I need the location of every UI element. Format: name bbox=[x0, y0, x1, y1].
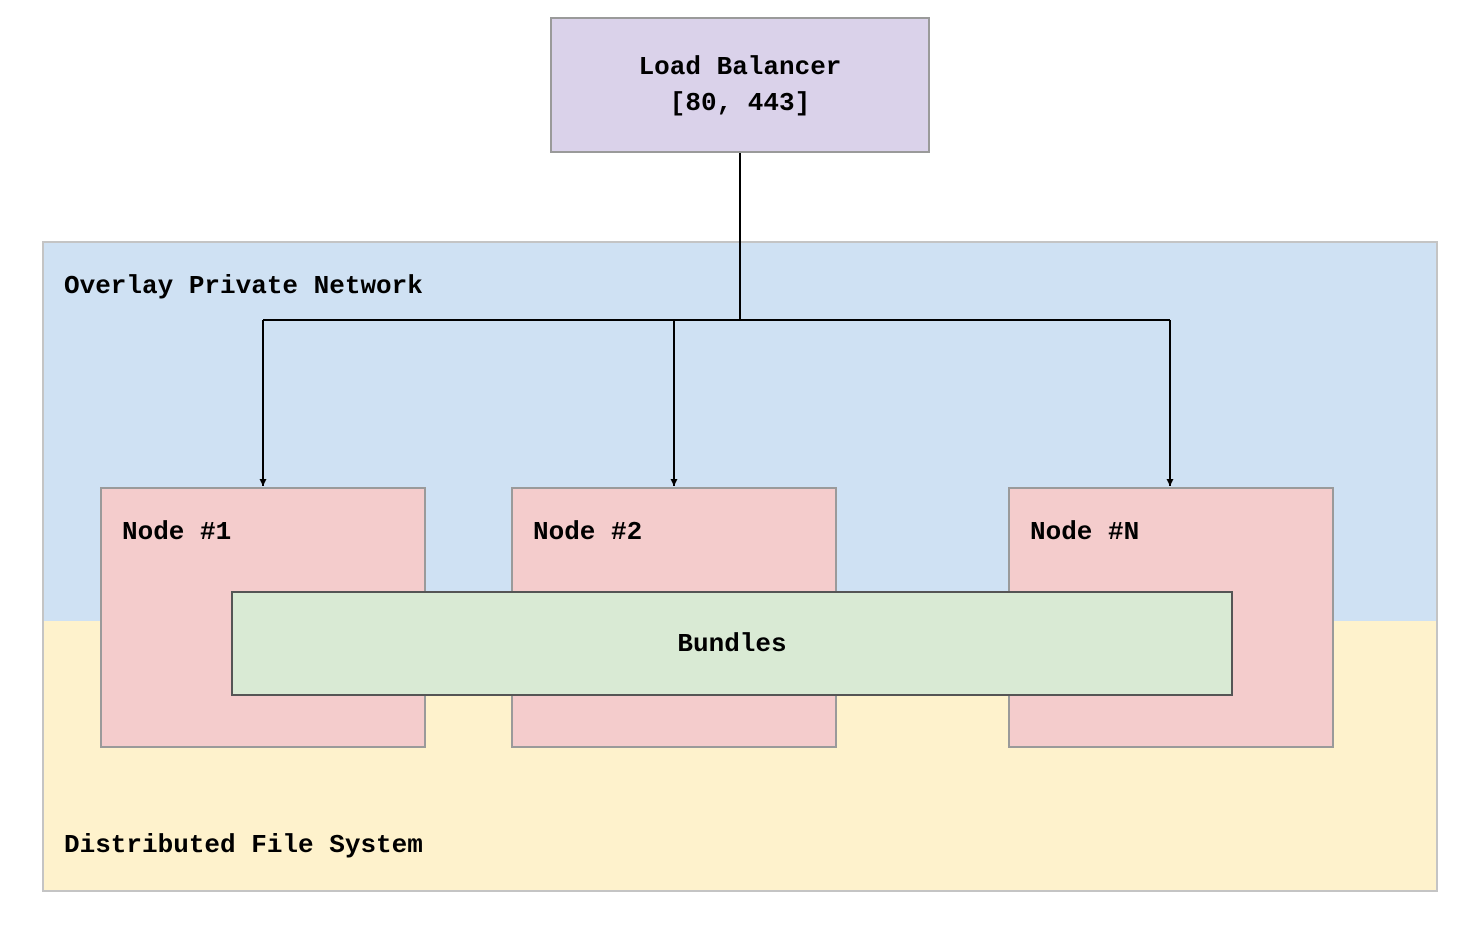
load-balancer-ports: [80, 443] bbox=[669, 88, 811, 118]
bundles-label: Bundles bbox=[677, 628, 787, 659]
load-balancer-box: Load Balancer [80, 443] bbox=[550, 17, 930, 153]
load-balancer-label: Load Balancer bbox=[638, 52, 842, 82]
node-n-label: Node #N bbox=[1030, 517, 1140, 547]
node-1-label: Node #1 bbox=[122, 517, 232, 547]
node-2-label: Node #2 bbox=[533, 517, 643, 547]
distributed-file-system-label: Distributed File System bbox=[64, 830, 423, 860]
overlay-network-label: Overlay Private Network bbox=[64, 271, 423, 301]
bundles-box: Bundles bbox=[231, 591, 1233, 696]
